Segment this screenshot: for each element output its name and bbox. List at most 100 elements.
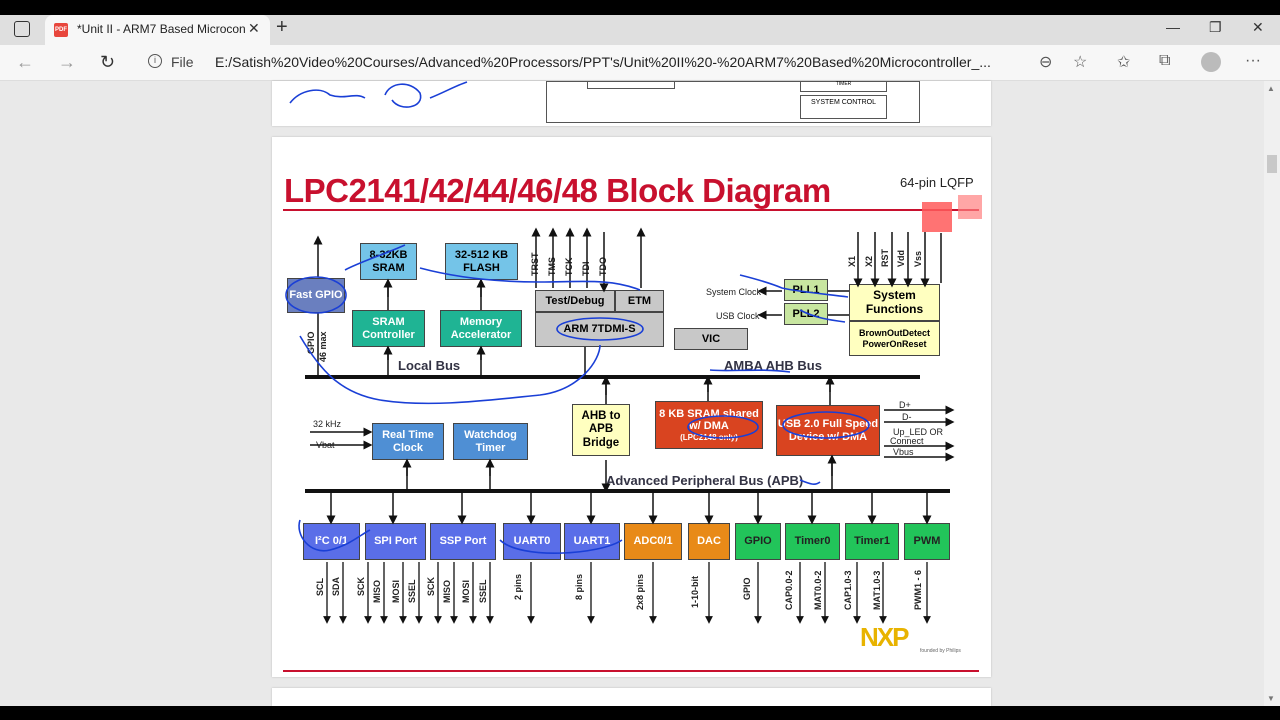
address-bar[interactable] [138, 48, 1104, 76]
block-rtc: Real Time Clock [372, 423, 444, 460]
khz-label: 32 kHz [313, 419, 342, 429]
block-etm: ETM [615, 290, 664, 312]
pin-label: 2x8 pins [635, 573, 645, 610]
block-gpio: GPIO [735, 523, 781, 560]
pin-label: MOSI [461, 579, 471, 603]
window-menu-icon[interactable] [14, 21, 30, 37]
forward-icon[interactable]: → [58, 52, 76, 72]
tck-label: TCK [564, 257, 574, 277]
block-timer0: Timer0 [785, 523, 840, 560]
tab-pdf[interactable]: PDF *Unit II - ARM7 Based Microcon ✕ [45, 15, 270, 45]
block-test-debug: Test/Debug [535, 290, 615, 312]
block-system-functions: System Functions [849, 284, 940, 321]
block-usb: USB 2.0 Full Speed Device w/ DMA [776, 405, 880, 456]
pin-label: MAT0.0-2 [813, 570, 823, 610]
new-tab-button[interactable]: + [276, 16, 288, 38]
block-uart0: UART0 [503, 523, 561, 560]
pdf-icon: PDF [54, 23, 68, 37]
block-sram: 8-32KB SRAM [360, 243, 417, 280]
upled-label: Up_LED OR [893, 427, 944, 437]
deco-square-2 [958, 195, 982, 219]
zoom-out-icon[interactable]: ⊖ [1039, 54, 1053, 71]
pin-label: MAT1.0-3 [872, 570, 882, 610]
block-arm7: ARM 7TDMI-S [535, 312, 664, 347]
block-adc: ADC0/1 [624, 523, 682, 560]
sram8-note: (LPC2148 only) [680, 433, 738, 443]
dminus-label: D- [902, 412, 912, 422]
block-sram-8kb: 8 KB SRAM shared w/ DMA (LPC2148 only) [655, 401, 763, 449]
profile-avatar[interactable] [1201, 52, 1221, 72]
sram8-label: 8 KB SRAM shared w/ DMA [659, 407, 759, 433]
block-i2c: I²C 0/1 [303, 523, 360, 560]
pin-label: 8 pins [574, 573, 584, 600]
pin-label: CAP0.0-2 [784, 570, 794, 610]
nxp-logo: NXP [860, 622, 909, 652]
info-icon[interactable]: i [148, 54, 162, 68]
footer-rule [283, 670, 979, 672]
add-favorite-icon[interactable]: ☆ [1073, 54, 1088, 71]
pin-label: MISO [442, 579, 452, 603]
usb-clock-label: USB Clock [716, 311, 760, 321]
pin-label: SCK [426, 576, 436, 596]
pin-label: SCL [315, 578, 325, 596]
prev-timer-box: TIMER [800, 81, 887, 92]
bus-apb-label: Advanced Peripheral Bus (APB) [606, 473, 804, 488]
maximize-button[interactable]: ❐ [1209, 19, 1222, 35]
vdd-label: Vdd [896, 250, 906, 267]
block-vic: VIC [674, 328, 748, 350]
package-label: 64-pin LQFP [900, 175, 974, 190]
block-sram-controller: SRAM Controller [352, 310, 425, 347]
pin-label: SSEL [407, 579, 417, 603]
x2-label: X2 [864, 255, 874, 267]
pin-label: SCK [356, 576, 366, 596]
vbat-label: Vbat [316, 440, 335, 450]
refresh-icon[interactable]: ↻ [100, 52, 116, 72]
pin-label: SDA [331, 576, 341, 596]
vbus-label: Vbus [893, 447, 914, 457]
close-window-button[interactable]: ✕ [1252, 19, 1264, 35]
dplus-label: D+ [899, 400, 911, 410]
block-ssp: SSP Port [430, 523, 496, 560]
favorites-icon[interactable]: ✩ [1117, 54, 1131, 71]
bus-local-label: Local Bus [398, 358, 461, 373]
block-bod-por: BrownOutDetect PowerOnReset [849, 321, 940, 356]
max46-label: 46 max [318, 331, 328, 362]
deco-square-1 [922, 202, 952, 232]
block-dac: DAC [688, 523, 730, 560]
pin-label: 1-10-bit [690, 575, 700, 608]
pin-label: PWM1 - 6 [913, 569, 923, 610]
tab-close-icon[interactable]: ✕ [248, 20, 260, 36]
pin-label: 2 pins [513, 573, 523, 600]
block-pwm: PWM [904, 523, 950, 560]
prev-system-control: SYSTEM CONTROL [800, 95, 887, 119]
pin-label: SSEL [478, 579, 488, 603]
block-pll2: PLL2 [784, 303, 828, 325]
block-fast-gpio: Fast GPIO [287, 278, 345, 313]
collections-icon[interactable]: ⧉ [1159, 52, 1171, 69]
pin-label: MISO [372, 579, 382, 603]
screen-bottom-edge [0, 706, 1280, 720]
trst-label: TRST [530, 252, 540, 277]
bus-amba-label: AMBA AHB Bus [724, 358, 822, 373]
pin-label: CAP1.0-3 [843, 570, 853, 610]
url-scheme-label: File [171, 54, 194, 70]
minimize-button[interactable]: — [1166, 19, 1180, 35]
vss-label: Vss [913, 250, 923, 267]
pin-label: MOSI [391, 579, 401, 603]
gpio-side-label: GPIO [306, 331, 316, 354]
block-ahb-apb-bridge: AHB to APB Bridge [572, 404, 630, 456]
connect-label: Connect [890, 436, 924, 446]
more-menu-icon[interactable]: ··· [1245, 52, 1261, 69]
scrollbar[interactable] [1264, 81, 1280, 706]
url-input[interactable]: E:/Satish%20Video%20Courses/Advanced%20P… [215, 54, 991, 70]
block-pll1: PLL1 [784, 279, 828, 301]
block-timer1: Timer1 [845, 523, 899, 560]
scroll-thumb[interactable] [1267, 155, 1277, 173]
por-label: PowerOnReset [862, 338, 927, 349]
scroll-down-icon[interactable]: ▼ [1267, 694, 1275, 703]
tdi-label: TDI [581, 261, 591, 277]
screen-top-edge [0, 0, 1280, 15]
scroll-up-icon[interactable]: ▲ [1267, 84, 1275, 93]
back-icon[interactable]: ← [16, 52, 34, 72]
pin-label: GPIO [742, 577, 752, 600]
